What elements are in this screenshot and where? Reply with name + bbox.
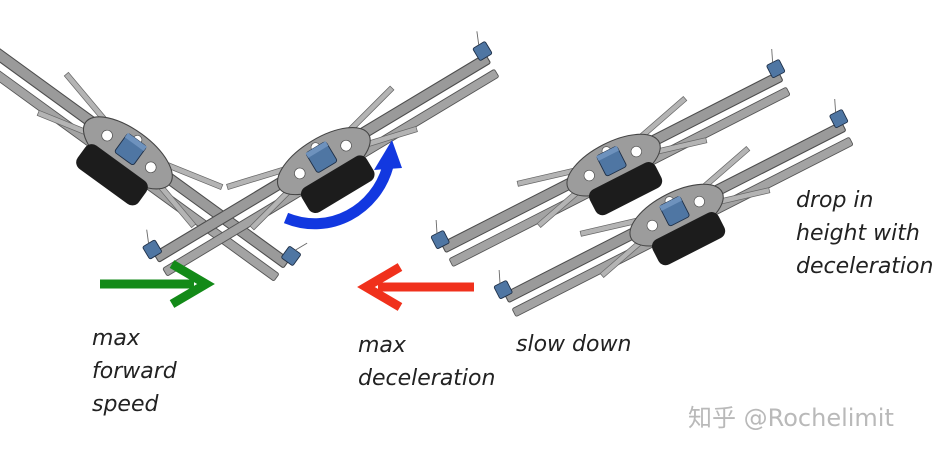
slow-down-label: slow down bbox=[516, 332, 632, 357]
arrow-left-icon bbox=[357, 263, 474, 311]
drop-in-height-label: drop in height with deceleration bbox=[796, 188, 934, 279]
arrow-right-icon bbox=[100, 260, 215, 308]
max-deceleration-label: max deceleration bbox=[358, 333, 496, 391]
watermark: 知乎 @Rochelimit bbox=[688, 404, 894, 432]
curved-arrow-icon bbox=[283, 140, 402, 230]
quadcopter-forward-icon bbox=[0, 8, 310, 305]
max-forward-speed-label: max forward speed bbox=[92, 326, 177, 417]
